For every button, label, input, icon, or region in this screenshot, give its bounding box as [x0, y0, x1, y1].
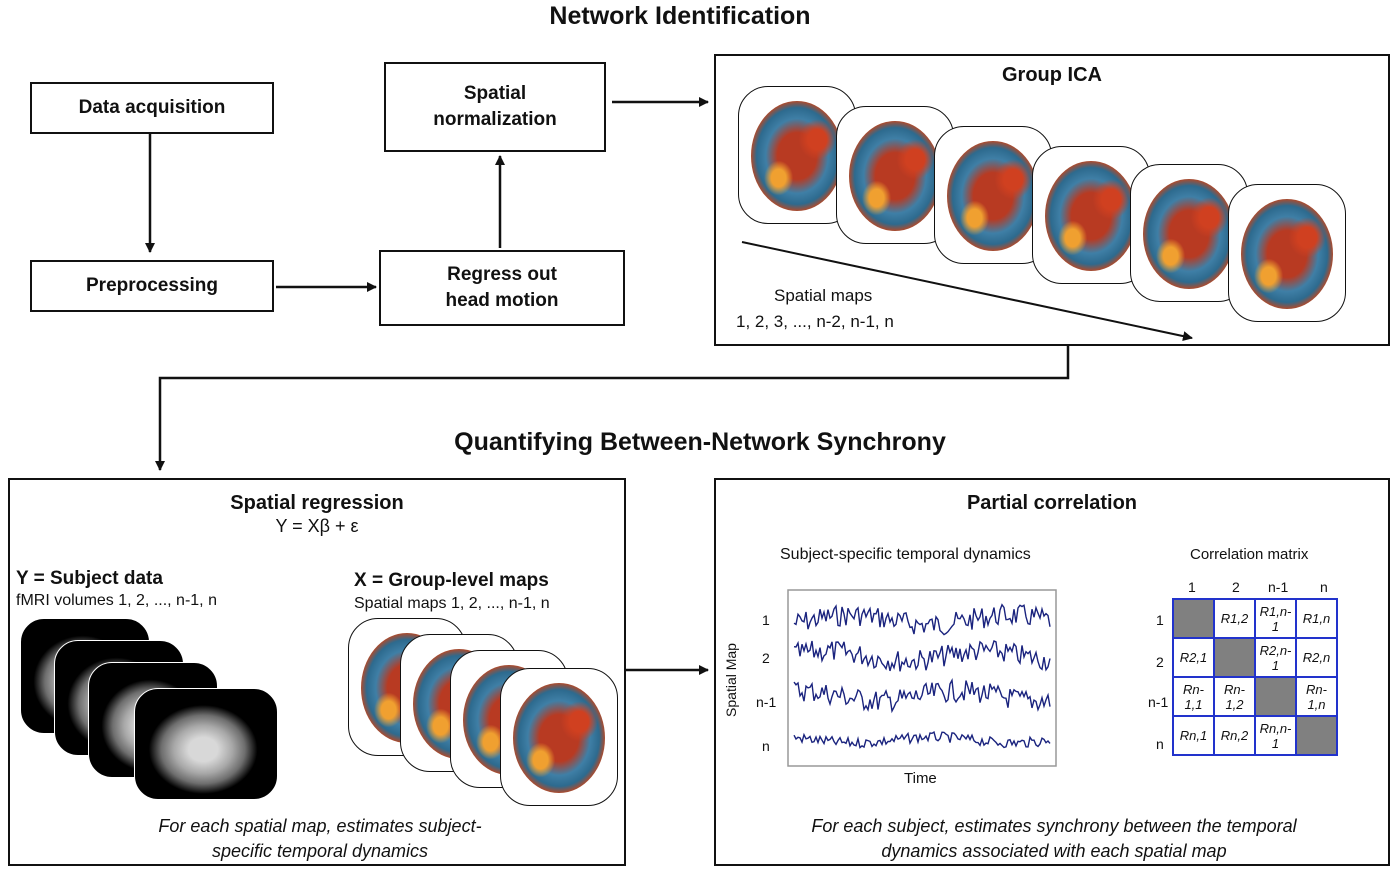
matrix-cell: R2,n — [1295, 637, 1338, 678]
group-maps-sub: Spatial maps 1, 2, ..., n-1, n — [354, 595, 550, 612]
matrix-diagonal-cell — [1295, 715, 1338, 756]
ts-row-label: n-1 — [756, 694, 777, 710]
timeseries-trace — [793, 603, 1051, 636]
matrix-col-label: n — [1320, 579, 1328, 595]
matrix-cell: R1,n-1 — [1254, 598, 1297, 639]
matrix-cell: Rn-1,1 — [1172, 676, 1215, 717]
group-maps-label: X = Group-level maps — [354, 570, 549, 591]
preprocessing-box: Preprocessing — [30, 260, 274, 312]
spatial-regression-title: Spatial regression — [230, 492, 404, 514]
matrix-row-label: 2 — [1156, 654, 1164, 670]
synchrony-title: Quantifying Between-Network Synchrony — [454, 428, 946, 456]
matrix-cell: Rn,n-1 — [1254, 715, 1297, 756]
caption-line2: specific temporal dynamics — [211, 841, 429, 861]
regress-line2: head motion — [445, 290, 559, 311]
matrix-col-label: 1 — [1188, 579, 1196, 595]
matrix-cell: Rn-1,2 — [1213, 676, 1256, 717]
spatial-line2: normalization — [433, 109, 557, 130]
correlation-matrix: R1,2 R1,n-1 R1,n R2,1 R2,n-1 R2,n Rn-1,1… — [1172, 598, 1338, 756]
spatial-map-card — [1228, 184, 1346, 322]
caption-line1: For each spatial map, estimates subject- — [158, 816, 482, 836]
correlation-matrix-title: Correlation matrix — [1190, 546, 1309, 563]
regression-equation: Y = Xβ + ε — [275, 516, 359, 536]
partial-correlation-caption: For each subject, estimates synchrony be… — [736, 814, 1372, 864]
matrix-cell: Rn,1 — [1172, 715, 1215, 756]
brain-map-image — [947, 141, 1039, 251]
matrix-cell: Rn-1,n — [1295, 676, 1338, 717]
brain-map-image — [513, 683, 605, 793]
x-axis-label: Time — [904, 770, 937, 787]
matrix-cell: R1,2 — [1213, 598, 1256, 639]
data-acquisition-box: Data acquisition — [30, 82, 274, 134]
matrix-row-label: n — [1156, 736, 1164, 752]
matrix-diagonal-cell — [1213, 637, 1256, 678]
data-acquisition-label: Data acquisition — [78, 97, 226, 118]
group-ica-panel: Group ICA Spatial maps 1, 2, 3, ..., n-2… — [714, 54, 1390, 346]
timeseries-plot — [787, 589, 1057, 767]
subject-data-sub: fMRI volumes 1, 2, ..., n-1, n — [16, 592, 217, 609]
fmri-volume-image — [134, 688, 278, 800]
maps-sequence-arrow — [741, 241, 1193, 342]
timeseries-trace — [793, 640, 1051, 672]
matrix-col-label: 2 — [1232, 579, 1240, 595]
network-identification-title: Network Identification — [549, 2, 811, 30]
timeseries-trace — [793, 677, 1051, 714]
matrix-diagonal-cell — [1254, 676, 1297, 717]
matrix-row-label: n-1 — [1148, 694, 1169, 710]
matrix-cell: Rn,2 — [1213, 715, 1256, 756]
spatial-normalization-box: Spatial normalization — [384, 62, 606, 152]
matrix-col-label: n-1 — [1268, 579, 1289, 595]
spatial-regression-panel: Spatial regression Y = Xβ + ε Y = Subjec… — [8, 478, 626, 866]
group-ica-title: Group ICA — [1002, 64, 1102, 86]
partial-correlation-title: Partial correlation — [966, 492, 1138, 514]
brain-map-image — [849, 121, 941, 231]
subject-data-label: Y = Subject data — [16, 568, 163, 589]
caption-line1: For each subject, estimates synchrony be… — [811, 816, 1297, 836]
brain-map-image — [1045, 161, 1137, 271]
matrix-diagonal-cell — [1172, 598, 1215, 639]
spatial-line1: Spatial — [463, 83, 527, 104]
partial-correlation-panel: Partial correlation Subject-specific tem… — [714, 478, 1390, 866]
ts-row-label: n — [762, 738, 770, 754]
spatial-maps-range: 1, 2, 3, ..., n-2, n-1, n — [736, 312, 894, 331]
ts-row-label: 1 — [762, 612, 770, 628]
spatial-regression-caption: For each spatial map, estimates subject-… — [70, 814, 570, 864]
matrix-cell: R2,n-1 — [1254, 637, 1297, 678]
regress-line1: Regress out — [447, 264, 557, 285]
group-map-card — [500, 668, 618, 806]
caption-line2: dynamics associated with each spatial ma… — [881, 841, 1227, 861]
matrix-row-label: 1 — [1156, 612, 1164, 628]
matrix-cell: R1,n — [1295, 598, 1338, 639]
temporal-dynamics-title: Subject-specific temporal dynamics — [780, 546, 1031, 563]
matrix-cell: R2,1 — [1172, 637, 1215, 678]
preprocessing-label: Preprocessing — [86, 275, 218, 296]
brain-map-image — [1143, 179, 1235, 289]
regress-head-motion-box: Regress out head motion — [379, 250, 625, 326]
timeseries-trace — [793, 731, 1051, 749]
spatial-maps-label: Spatial maps — [774, 286, 873, 305]
brain-map-image — [1241, 199, 1333, 309]
ts-row-label: 2 — [762, 650, 770, 666]
y-axis-label: Spatial Map — [722, 643, 739, 717]
brain-map-image — [751, 101, 843, 211]
